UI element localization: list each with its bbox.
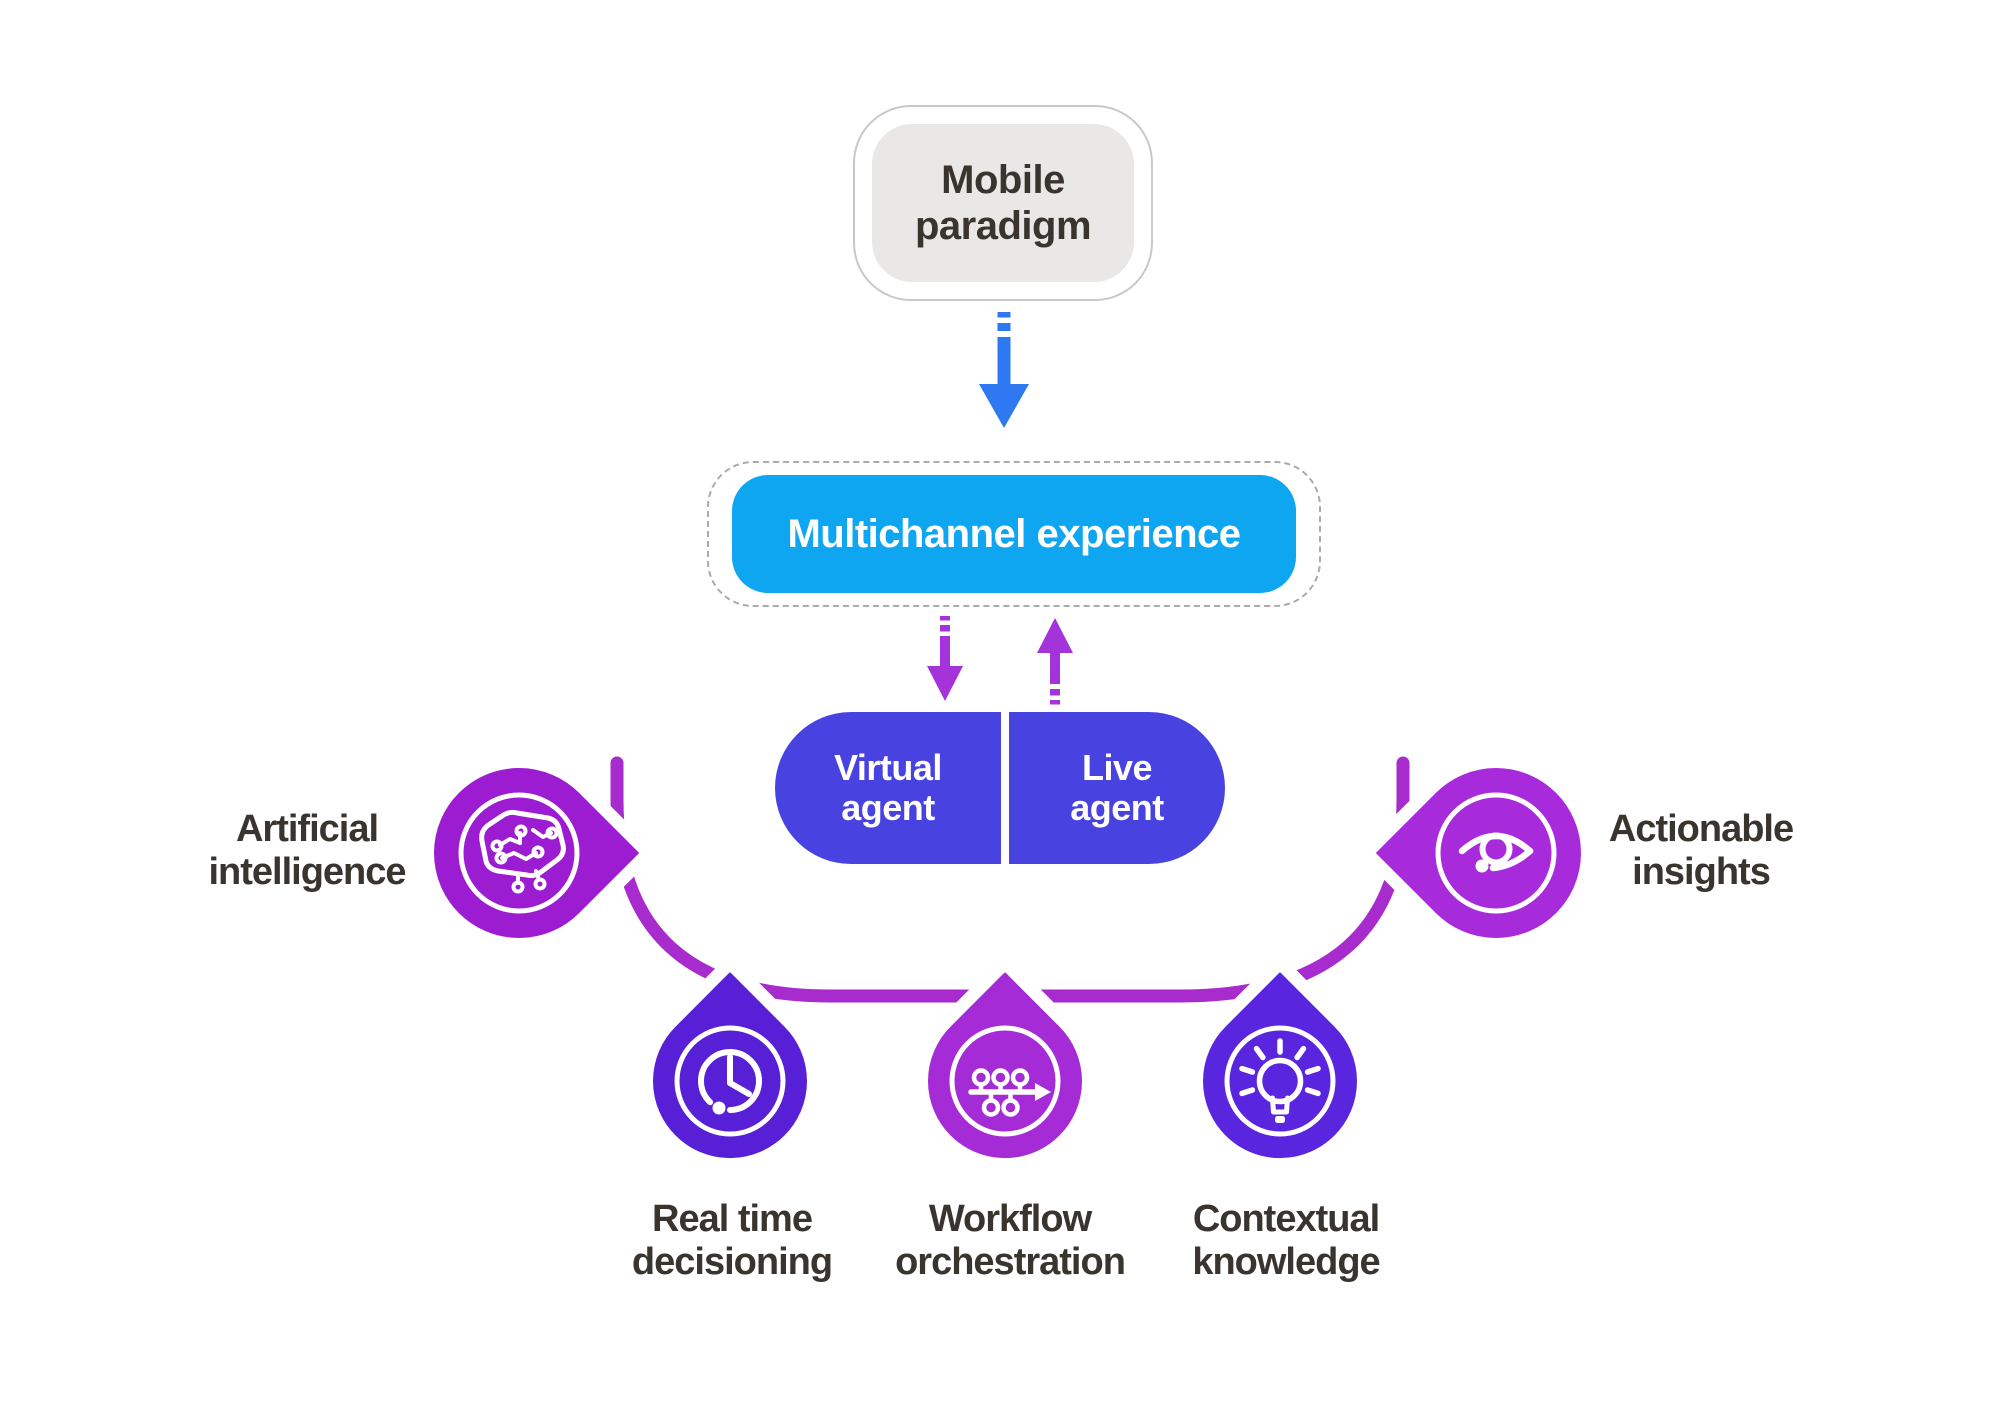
down-arrow-icon-purple [927, 616, 963, 701]
circuit-brain-icon [479, 809, 566, 894]
label-actionable-insights: Actionable insights [1608, 808, 1794, 893]
teardrop-actionable-insights [1363, 755, 1594, 951]
lightbulb-icon [1239, 1038, 1321, 1123]
mobile-paradigm-node: Mobile paradigm [853, 105, 1153, 301]
teardrop-ring [458, 792, 580, 914]
teardrop-contextual-knowledge [1190, 959, 1370, 1172]
label-contextual-knowledge: Contextual knowledge [1192, 1198, 1380, 1283]
mobile-paradigm-node-fill: Mobile paradigm [872, 124, 1134, 282]
teardrop-artificial-intelligence [421, 755, 652, 951]
teardrop-real-time-decisioning [640, 959, 820, 1172]
label-real-time-decisioning: Real time decisioning [631, 1198, 833, 1283]
up-arrow-icon-purple [1037, 618, 1073, 705]
eye-icon [1458, 832, 1534, 873]
teardrop-ring [949, 1025, 1061, 1137]
clock-icon [698, 1049, 762, 1115]
multichannel-experience-label: Multichannel experience [787, 511, 1241, 556]
mobile-paradigm-label: Mobile paradigm [914, 158, 1092, 248]
label-artificial-intelligence: Artificial intelligence [208, 808, 406, 893]
down-arrow-icon-blue [979, 312, 1029, 428]
multichannel-experience-node-fill: Multichannel experience [732, 475, 1296, 593]
teardrop-ring [674, 1025, 786, 1137]
teardrop-ring [1435, 792, 1557, 914]
teardrop-workflow-orchestration [915, 959, 1095, 1172]
teardrop-ring [1224, 1025, 1336, 1137]
workflow-arrow-icon [968, 1068, 1051, 1117]
virtual-agent-pill: Virtual agent [775, 712, 1001, 864]
live-agent-pill: Live agent [1009, 712, 1225, 864]
label-workflow-orchestration: Workflow orchestration [895, 1198, 1126, 1283]
live-agent-label: Live agent [1070, 746, 1164, 828]
virtual-agent-label: Virtual agent [834, 746, 942, 828]
multichannel-experience-node: Multichannel experience [707, 461, 1321, 607]
